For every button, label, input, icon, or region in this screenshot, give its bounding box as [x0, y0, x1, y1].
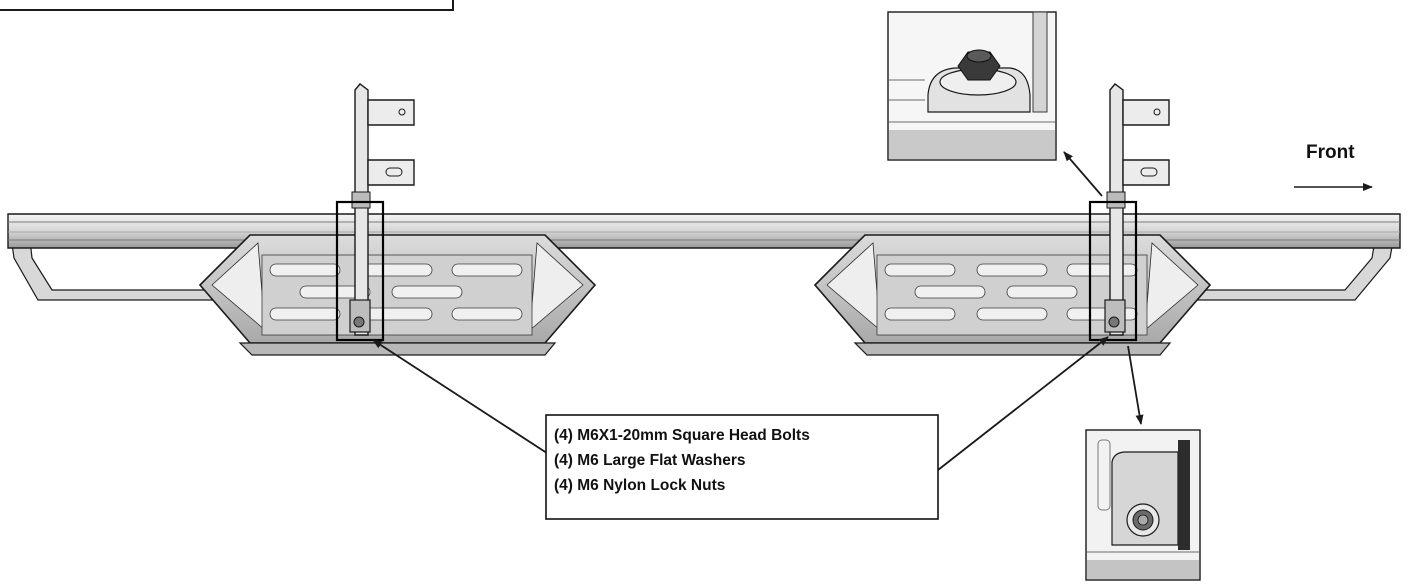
hardware-callout: (4) M6X1-20mm Square Head Bolts (4) M6 L… — [545, 414, 939, 520]
callout-line-bolts: (4) M6X1-20mm Square Head Bolts — [554, 427, 810, 444]
callout-line-washers: (4) M6 Large Flat Washers — [554, 452, 746, 469]
highlight-box-left — [335, 200, 385, 342]
callout-box — [545, 414, 939, 520]
top-left-frame — [0, 0, 454, 11]
mounting-bracket-left — [349, 83, 415, 336]
direction-label: Front — [1306, 142, 1355, 163]
step-pad-right — [813, 234, 1212, 356]
mounting-bracket-right — [1104, 83, 1170, 336]
callout-line-nuts: (4) M6 Nylon Lock Nuts — [554, 477, 725, 494]
main-rail — [7, 213, 1401, 249]
step-pad-left — [198, 234, 597, 356]
bolt-bracket-detail-icon — [1085, 429, 1201, 581]
leader-arrows — [372, 151, 1144, 471]
highlight-box-right — [1088, 200, 1138, 342]
nut-washer-detail-icon — [887, 11, 1057, 161]
